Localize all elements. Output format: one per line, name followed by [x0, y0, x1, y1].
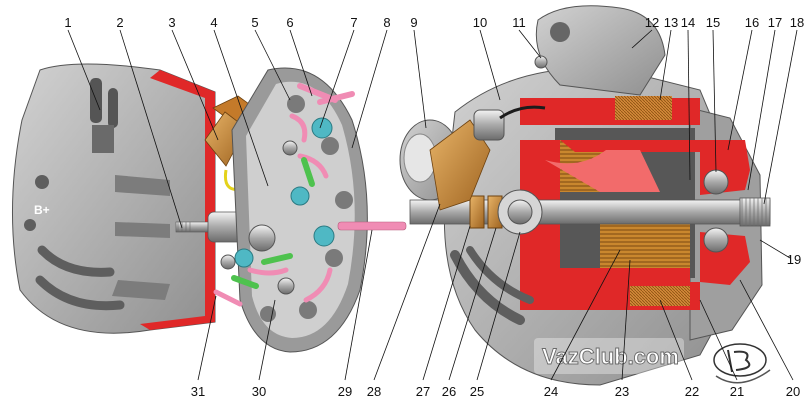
callout-10: 10 [473, 15, 487, 30]
watermark-text: VazClub.com [542, 344, 679, 369]
callout-14: 14 [681, 15, 695, 30]
callout-28: 28 [367, 384, 381, 399]
callout-17: 17 [768, 15, 782, 30]
callout-16: 16 [745, 15, 759, 30]
club-logo-icon [713, 343, 771, 384]
callout-8: 8 [383, 15, 390, 30]
callout-15: 15 [706, 15, 720, 30]
rear-cover: B+ [12, 63, 216, 334]
callout-27: 27 [416, 384, 430, 399]
callout-5: 5 [251, 15, 258, 30]
watermark: VazClub.com [534, 338, 771, 384]
callout-11: 11 [512, 15, 526, 30]
callout-30: 30 [252, 384, 266, 399]
callout-24: 24 [544, 384, 558, 399]
callout-13: 13 [664, 15, 678, 30]
rectifier-unit [213, 67, 368, 353]
callout-19: 19 [787, 252, 801, 267]
callout-4: 4 [210, 15, 217, 30]
callout-2: 2 [116, 15, 123, 30]
callout-29: 29 [338, 384, 352, 399]
generator-body [409, 5, 771, 386]
leader-lines [67, 29, 798, 381]
callout-31: 31 [191, 384, 205, 399]
terminal-mark: B+ [34, 203, 50, 217]
callout-12: 12 [645, 15, 659, 30]
callout-1: 1 [64, 15, 71, 30]
callout-22: 22 [685, 384, 699, 399]
callout-7: 7 [350, 15, 357, 30]
callout-3: 3 [168, 15, 175, 30]
callout-labels: 1 2 3 4 5 6 7 8 9 10 11 12 13 14 15 16 1… [64, 15, 804, 399]
callout-23: 23 [615, 384, 629, 399]
callout-18: 18 [790, 15, 804, 30]
callout-9: 9 [410, 15, 417, 30]
bearing-pin [337, 221, 407, 231]
callout-26: 26 [442, 384, 456, 399]
callout-20: 20 [786, 384, 800, 399]
callout-25: 25 [470, 384, 484, 399]
callout-6: 6 [286, 15, 293, 30]
callout-21: 21 [730, 384, 744, 399]
